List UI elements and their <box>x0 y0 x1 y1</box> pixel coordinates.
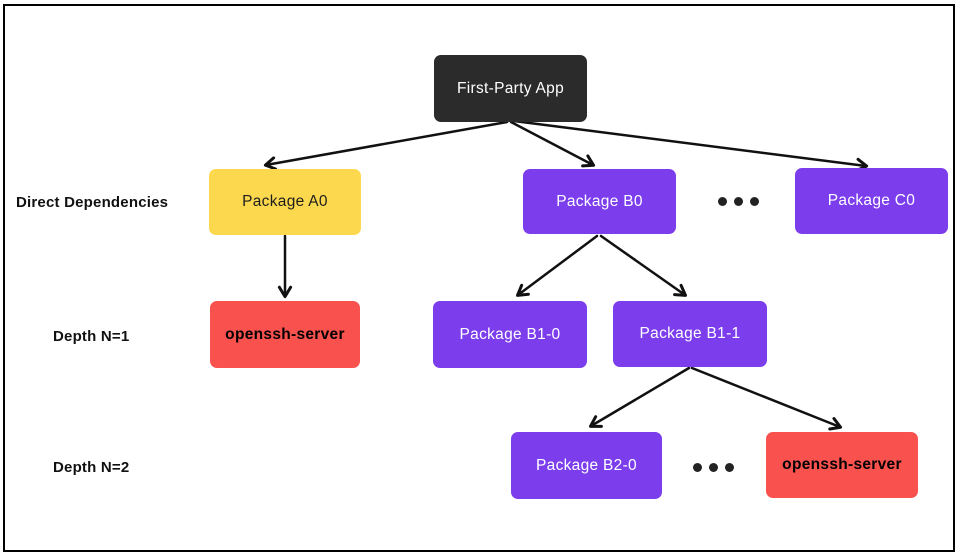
node-package-b0-label: Package B0 <box>556 192 643 210</box>
node-openssh-server-depth1: openssh-server <box>210 301 360 368</box>
node-first-party-app-label: First-Party App <box>457 79 564 97</box>
dot-icon <box>750 197 759 206</box>
node-package-b2-0: Package B2-0 <box>511 432 662 499</box>
node-openssh-server-depth2-label: openssh-server <box>782 456 902 473</box>
node-package-b2-0-label: Package B2-0 <box>536 456 637 474</box>
dot-icon <box>734 197 743 206</box>
dot-icon <box>709 463 718 472</box>
node-first-party-app: First-Party App <box>434 55 587 122</box>
dot-icon <box>725 463 734 472</box>
row-label-direct-dependencies: Direct Dependencies <box>16 194 169 211</box>
dot-icon <box>718 197 727 206</box>
row-label-depth-n1: Depth N=1 <box>53 328 130 345</box>
node-package-b0: Package B0 <box>523 169 676 234</box>
node-package-a0: Package A0 <box>209 169 361 235</box>
node-package-a0-label: Package A0 <box>242 193 328 210</box>
node-package-c0: Package C0 <box>795 168 948 234</box>
row-label-depth-n2: Depth N=2 <box>53 459 130 476</box>
node-openssh-server-depth2: openssh-server <box>766 432 918 498</box>
node-package-b1-1-label: Package B1-1 <box>639 325 741 342</box>
node-package-c0-label: Package C0 <box>827 192 916 209</box>
dot-icon <box>693 463 702 472</box>
ellipsis-icon-direct-dependencies <box>718 197 759 206</box>
node-package-b1-1: Package B1-1 <box>613 301 767 367</box>
ellipsis-icon-depth-n2 <box>693 463 734 472</box>
node-openssh-server-depth1-label: openssh-server <box>225 325 345 343</box>
node-package-b1-0-label: Package B1-0 <box>459 325 561 343</box>
node-package-b1-0: Package B1-0 <box>433 301 587 368</box>
